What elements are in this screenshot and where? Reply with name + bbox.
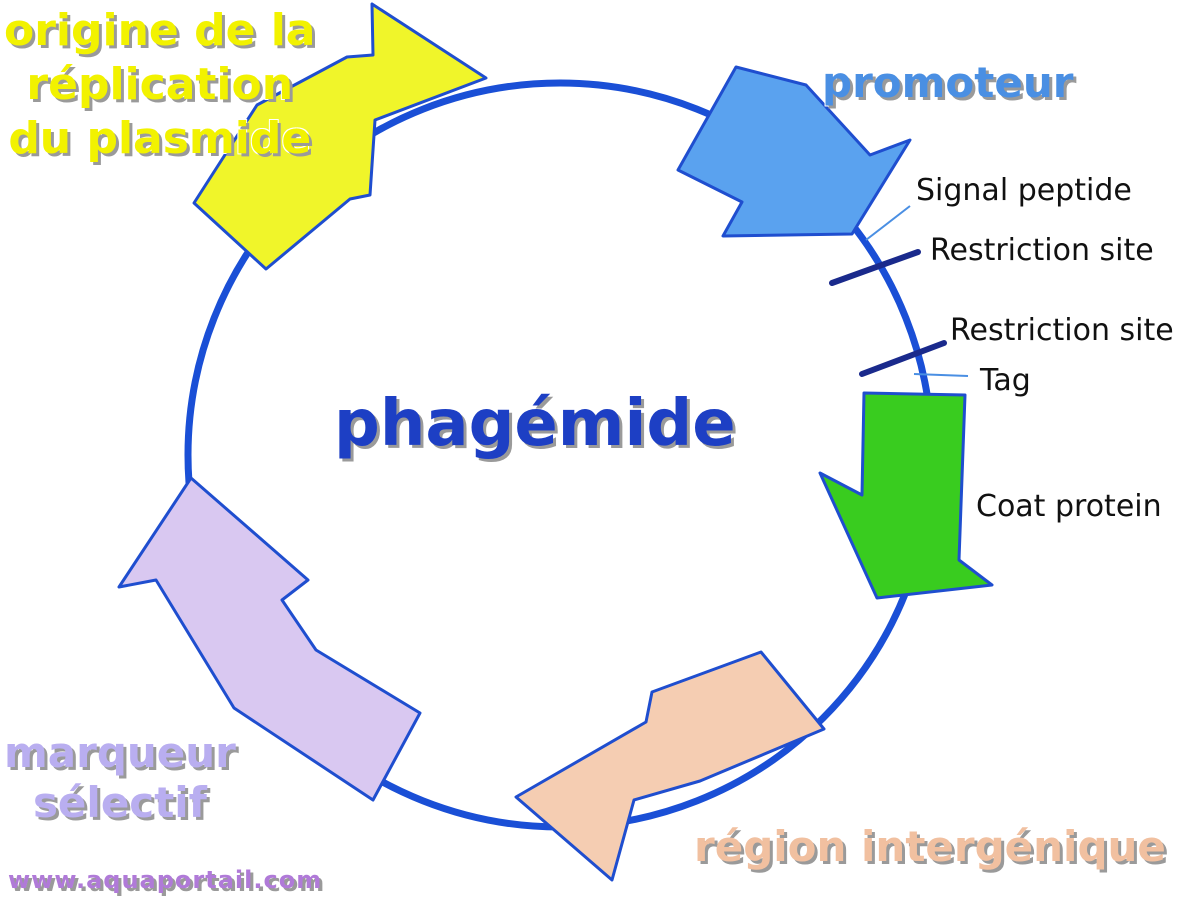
signal-peptide-leader [865, 205, 911, 241]
restriction-site-2-label: Restriction site [950, 313, 1174, 348]
origin-label-line-1: origine de la [4, 5, 316, 56]
tag-leader [913, 373, 969, 377]
origin-label-line-3: du plasmide [8, 113, 312, 164]
origin-replication-label: origine de la réplication du plasmide [4, 4, 316, 166]
origin-replication-arrow [192, 2, 488, 271]
signal-peptide-label: Signal peptide [916, 173, 1132, 208]
restriction-site-1-label: Restriction site [930, 233, 1154, 268]
selective-marker-arrow [117, 476, 422, 802]
tag-label: Tag [980, 363, 1031, 398]
website-watermark: www.aquaportail.com [8, 866, 323, 894]
phagemid-title: phagémide [334, 387, 736, 461]
selective-marker-label: marqueur sélectif [4, 728, 236, 828]
promoter-label: promoteur [822, 58, 1074, 107]
coat-protein-arrow [818, 391, 994, 600]
restriction-site-2-mark [859, 340, 947, 377]
intergenic-region-label: région intergénique [694, 822, 1166, 871]
restriction-site-1-mark [829, 249, 921, 286]
intergenic-region-arrow [514, 650, 826, 882]
selective-label-line-2: sélectif [32, 778, 207, 827]
promoter-arrow [676, 65, 912, 238]
origin-label-line-2: réplication [26, 59, 294, 110]
coat-protein-label: Coat protein [976, 489, 1162, 524]
selective-label-line-1: marqueur [4, 728, 236, 777]
